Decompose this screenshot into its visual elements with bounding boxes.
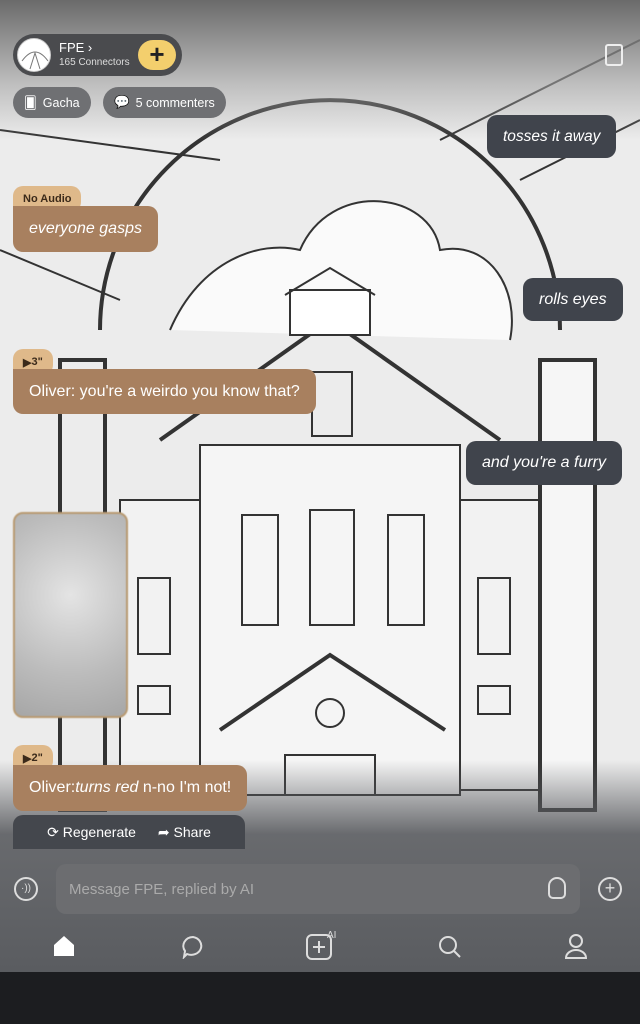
message-actions: ⟳ Regenerate ➦ Share [13, 815, 245, 849]
regenerate-button[interactable]: ⟳ Regenerate [47, 824, 136, 841]
message-placeholder: Message FPE, replied by AI [69, 880, 255, 898]
user-message[interactable]: tosses it away [487, 115, 617, 158]
speaker: Oliver: [29, 779, 76, 796]
follow-button[interactable]: + [138, 40, 176, 70]
share-button[interactable]: ➦ Share [158, 824, 211, 841]
user-message[interactable]: rolls eyes [523, 278, 623, 321]
action-text: turns red [75, 779, 139, 796]
audio-duration: 3" [31, 356, 43, 368]
connectors-count: 165 Connectors [59, 57, 130, 68]
comments-icon: 💬 [114, 95, 130, 109]
commenters-button[interactable]: 💬 5 commenters [103, 87, 226, 118]
chevron-right-icon: › [87, 40, 93, 55]
background-illustration [0, 39, 640, 812]
message-input[interactable]: Message FPE, replied by AI [56, 864, 580, 914]
share-label: Share [173, 823, 211, 840]
voice-icon[interactable]: ·)) [14, 877, 38, 901]
bot-message[interactable]: Oliver: you're a weirdo you know that? [13, 369, 316, 414]
bookmark-card-icon[interactable] [605, 44, 623, 66]
home-icon[interactable] [52, 935, 76, 957]
create-ai-icon[interactable]: AI [305, 930, 345, 962]
message-text: n-no I'm not! [138, 779, 232, 796]
bot-message[interactable]: everyone gasps [13, 206, 158, 252]
regenerate-label: Regenerate [62, 823, 136, 840]
search-icon[interactable] [437, 934, 463, 960]
ai-badge: AI [327, 930, 337, 941]
profile-icon[interactable] [564, 933, 588, 959]
refresh-icon: ⟳ [47, 823, 59, 840]
chat-icon[interactable] [181, 935, 205, 960]
character-profile[interactable]: FPE › 165 Connectors + [13, 34, 182, 76]
share-icon: ➦ [157, 823, 170, 840]
character-name: FPE [59, 40, 85, 55]
add-attachment-icon[interactable]: + [598, 877, 622, 901]
audio-duration: 2" [31, 752, 43, 764]
commenters-label: 5 commenters [135, 95, 215, 110]
gacha-label: Gacha [42, 95, 80, 110]
lightbulb-icon[interactable] [548, 877, 566, 899]
bot-message[interactable]: Oliver: turns red n-no I'm not! [13, 765, 248, 811]
user-message[interactable]: and you're a furry [466, 441, 623, 485]
avatar [17, 38, 51, 72]
chat-screen: FPE › 165 Connectors + 🂠 Gacha 💬 5 commente… [0, 0, 640, 972]
blurred-image-card[interactable] [13, 512, 128, 718]
system-nav-bar [0, 972, 640, 1024]
gacha-button[interactable]: 🂠 Gacha [13, 87, 91, 118]
cards-icon: 🂠 [24, 96, 37, 110]
